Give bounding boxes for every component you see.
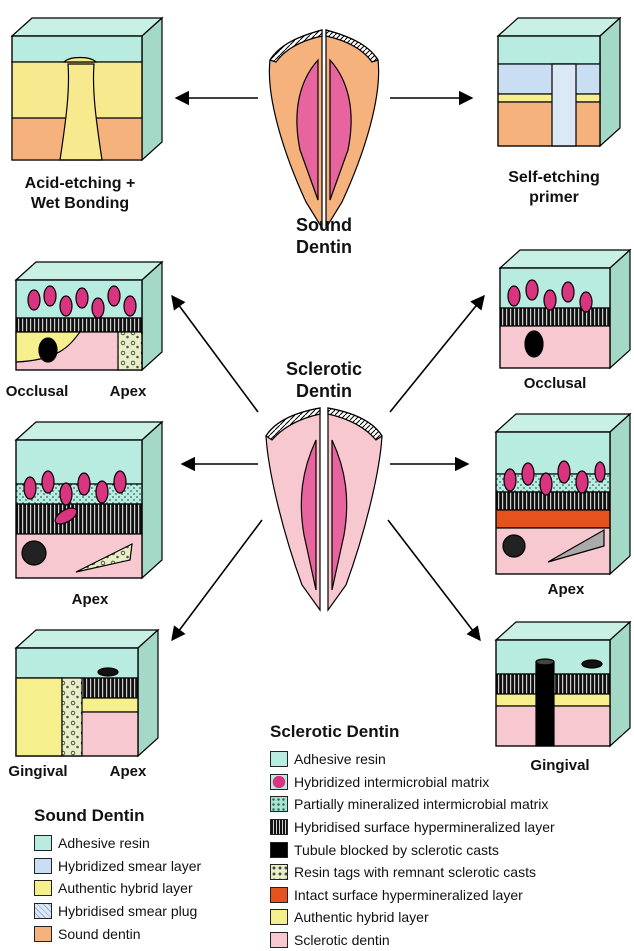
- legend-sclerotic-title: Sclerotic Dentin: [270, 722, 400, 741]
- legend-sclerotic-label: Partially mineralized intermicrobial mat…: [294, 796, 549, 813]
- label-right-gingival: Gingival: [530, 757, 590, 774]
- legend-sclerotic-swatch: [270, 773, 288, 790]
- legend-sclerotic-item: Partially mineralized intermicrobial mat…: [270, 793, 620, 816]
- block-right-occlusal: [498, 248, 632, 370]
- legend-sclerotic-item: Adhesive resin: [270, 748, 620, 771]
- legend-sound-swatch: [34, 857, 52, 874]
- title-sclerotic-dentin: Sclerotic Dentin: [264, 358, 384, 402]
- legend-sound-label: Hybridised smear plug: [58, 903, 198, 920]
- block-acid-etching: [10, 16, 164, 162]
- caption-acid-etching: Acid-etching + Wet Bonding: [0, 174, 160, 214]
- legend-sound-swatch: [34, 903, 52, 920]
- label-right-apex: Apex: [547, 581, 585, 598]
- legend-sound-swatch: [34, 835, 52, 852]
- legend-sound-item: Authentic hybrid layer: [34, 877, 264, 900]
- caption-self-etching: Self-etching primer: [484, 168, 624, 208]
- title-sclerotic-dentin-line1: Sclerotic: [285, 359, 363, 379]
- label-left-apex: Apex: [71, 591, 109, 608]
- legend-sclerotic-swatch: [270, 819, 288, 836]
- arrow-to-right-gingival: [387, 519, 481, 642]
- block-right-gingival: [494, 620, 632, 748]
- legend-sclerotic-swatch: [270, 909, 288, 926]
- label-left-gingival-apex: Apex: [109, 763, 147, 780]
- legend-sclerotic-label: Resin tags with remnant sclerotic casts: [294, 864, 536, 881]
- legend-sclerotic-item: Intact surface hypermineralized layer: [270, 884, 620, 907]
- arrow-to-left-occlusal: [171, 294, 259, 413]
- legend-sound-label: Authentic hybrid layer: [58, 880, 193, 897]
- legend-sound-item: Adhesive resin: [34, 832, 264, 855]
- caption-acid-etching-line2: Wet Bonding: [30, 195, 130, 212]
- legend-sclerotic-swatch: [270, 751, 288, 768]
- legend-sclerotic-swatch: [270, 796, 288, 813]
- caption-acid-etching-line1: Acid-etching +: [24, 175, 136, 192]
- legend-sound-item: Hybridised smear plug: [34, 900, 264, 923]
- legend-sclerotic-swatch: [270, 932, 288, 949]
- legend-sclerotic-label: Adhesive resin: [294, 751, 386, 768]
- legend-sclerotic-item: Hybridized intermicrobial matrix: [270, 771, 620, 794]
- legend-sclerotic-item: Authentic hybrid layer: [270, 906, 620, 929]
- legend-sclerotic-label: Sclerotic dentin: [294, 932, 390, 949]
- title-sound-dentin-line1: Sound: [296, 215, 352, 235]
- legend-sound-label: Sound dentin: [58, 925, 141, 942]
- legend-sclerotic-swatch: [270, 886, 288, 903]
- sound-tooth: [268, 29, 380, 231]
- legend-sound-item: Sound dentin: [34, 922, 264, 945]
- label-left-occlusal-apex: Apex: [109, 383, 147, 400]
- arrow-to-left-gingival: [171, 519, 263, 642]
- legend-sound-title: Sound Dentin: [34, 806, 145, 825]
- title-sound-dentin-line2: Dentin: [296, 237, 352, 257]
- legend-sound-label: Hybridized smear layer: [58, 857, 202, 874]
- legend-sclerotic-item: Sclerotic dentin: [270, 929, 620, 951]
- legend-sclerotic-label: Authentic hybrid layer: [294, 909, 429, 926]
- legend-sclerotic-item: Tubule blocked by sclerotic casts: [270, 838, 620, 861]
- title-sound-dentin: Sound Dentin: [264, 214, 384, 258]
- block-left-occlusal: [14, 260, 164, 372]
- block-left-apex: [14, 420, 164, 580]
- legend-sclerotic-label: Hybridised surface hypermineralized laye…: [294, 819, 555, 836]
- legend-sclerotic-item: Resin tags with remnant sclerotic casts: [270, 861, 620, 884]
- arrow-to-right-occlusal: [389, 294, 485, 413]
- block-right-apex: [494, 412, 632, 576]
- legend-sclerotic-label: Hybridized intermicrobial matrix: [294, 773, 490, 790]
- block-self-etching: [496, 16, 622, 148]
- legend-sound-item: Hybridized smear layer: [34, 855, 264, 878]
- label-left-occlusal: Occlusal: [5, 383, 69, 400]
- legend-sclerotic-item: Hybridised surface hypermineralized laye…: [270, 816, 620, 839]
- title-sclerotic-dentin-line2: Dentin: [296, 381, 352, 401]
- label-left-gingival: Gingival: [8, 763, 68, 780]
- caption-self-etching-line1: Self-etching: [508, 169, 600, 186]
- legend-sound-label: Adhesive resin: [58, 835, 150, 852]
- legend-sclerotic-label: Tubule blocked by sclerotic casts: [294, 841, 499, 858]
- legend-sclerotic-swatch: [270, 841, 288, 858]
- caption-self-etching-line2: primer: [529, 189, 579, 206]
- label-right-occlusal: Occlusal: [523, 375, 587, 392]
- legend-sclerotic-swatch: [270, 864, 288, 881]
- block-left-gingival: [14, 628, 160, 758]
- sclerotic-tooth: [265, 407, 383, 612]
- legend-sound-swatch: [34, 880, 52, 897]
- legend-sound-swatch: [34, 925, 52, 942]
- legend-sclerotic-label: Intact surface hypermineralized layer: [294, 886, 523, 903]
- arrows: [171, 90, 485, 642]
